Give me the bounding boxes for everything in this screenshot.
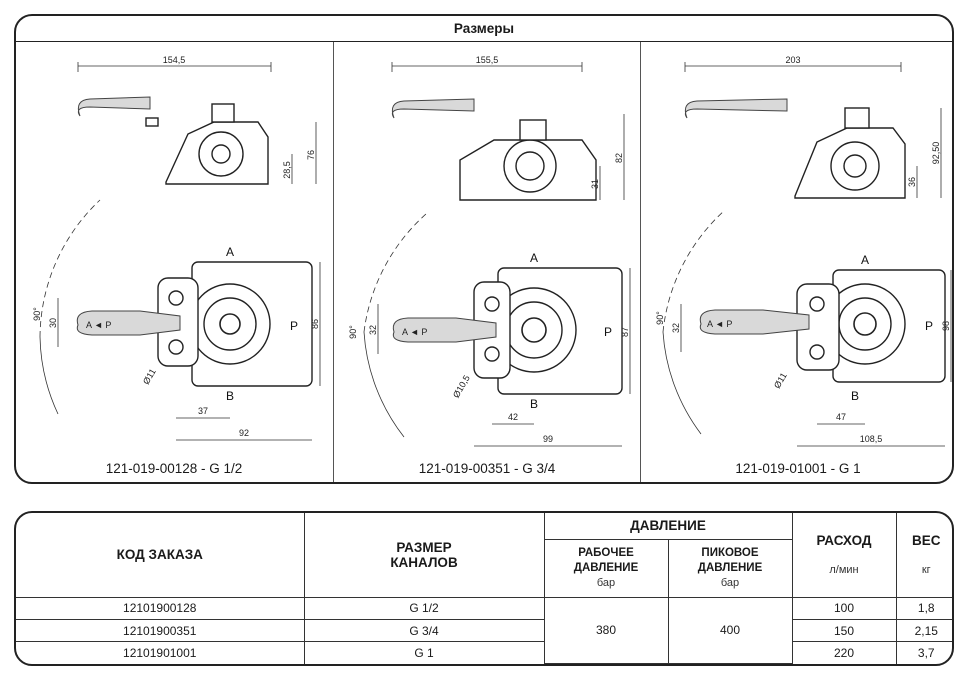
svg-text:31: 31 <box>590 179 600 189</box>
svg-text:90°: 90° <box>348 325 358 339</box>
cell-size: G 3/4 <box>303 618 545 643</box>
svg-text:B: B <box>851 389 859 403</box>
svg-text:32: 32 <box>368 325 378 335</box>
svg-text:Ø10,5: Ø10,5 <box>451 373 472 399</box>
cell-size: G 1/2 <box>303 596 545 620</box>
cell-weight: 2,15 <box>895 618 952 643</box>
table-row: 12101901001 G 1 220 3,7 <box>16 641 952 664</box>
svg-text:47: 47 <box>836 412 846 422</box>
cell-working-pressure: 380 <box>543 596 669 664</box>
header-pressure: ДАВЛЕНИЕ <box>543 513 793 540</box>
svg-text:90°: 90° <box>655 311 665 325</box>
svg-text:108,5: 108,5 <box>860 434 883 444</box>
svg-text:A: A <box>861 253 869 267</box>
dim-handle-length: 154,5 <box>163 55 186 65</box>
header-flow: РАСХОД л/мин <box>791 513 897 598</box>
cell-flow: 220 <box>791 641 897 664</box>
svg-text:30: 30 <box>48 318 58 328</box>
svg-text:203: 203 <box>785 55 800 65</box>
drawing-caption: 121-019-00351 - G 3/4 <box>418 461 556 476</box>
svg-text:A ◄ P: A ◄ P <box>86 320 111 330</box>
header-port-size: РАЗМЕР КАНАЛОВ <box>303 513 545 598</box>
cell-flow: 100 <box>791 596 897 620</box>
svg-text:99: 99 <box>543 434 553 444</box>
cell-weight: 1,8 <box>895 596 952 620</box>
panel-title: Размеры <box>16 16 952 42</box>
svg-text:42: 42 <box>508 412 518 422</box>
header-weight: ВЕС кг <box>895 513 952 598</box>
header-working-pressure: РАБОЧЕЕ ДАВЛЕНИЕ бар <box>544 538 669 598</box>
svg-text:37: 37 <box>198 406 208 416</box>
svg-text:90°: 90° <box>32 307 42 321</box>
cell-flow: 150 <box>791 618 897 643</box>
svg-text:A ◄ P: A ◄ P <box>707 319 732 329</box>
svg-text:28,5: 28,5 <box>282 161 292 179</box>
svg-text:Ø11: Ø11 <box>772 371 789 390</box>
header-order-code: КОД ЗАКАЗА <box>16 513 305 598</box>
svg-text:82: 82 <box>614 153 624 163</box>
svg-text:92,50: 92,50 <box>931 142 941 165</box>
header-peak-pressure: ПИКОВОЕ ДАВЛЕНИЕ бар <box>667 538 792 598</box>
svg-text:A: A <box>530 251 538 265</box>
svg-text:A: A <box>226 245 234 259</box>
svg-text:86: 86 <box>310 319 320 329</box>
svg-text:98: 98 <box>941 321 951 331</box>
svg-text:A ◄ P: A ◄ P <box>402 327 427 337</box>
svg-text:P: P <box>925 319 933 333</box>
cell-weight: 3,7 <box>895 641 952 664</box>
svg-text:B: B <box>530 397 538 411</box>
drawing-g-1-2: 154,5 76 28,5 90° A B P A <box>16 42 332 482</box>
svg-text:92: 92 <box>239 428 249 438</box>
cell-code: 12101900351 <box>16 618 305 643</box>
drawing-caption: 121-019-00128 - G 1/2 <box>105 461 243 476</box>
svg-text:155,5: 155,5 <box>476 55 499 65</box>
svg-text:B: B <box>226 389 234 403</box>
drawing-g-1: 203 92,50 36 90° A B P A ◄ P <box>640 42 952 482</box>
drawing-g-3-4: 155,5 82 31 90° A B P A ◄ P <box>333 42 640 482</box>
cell-peak-pressure: 400 <box>667 596 793 664</box>
svg-text:P: P <box>290 319 298 333</box>
drawing-caption: 121-019-01001 - G 1 <box>735 461 861 476</box>
table-row: 12101900351 G 3/4 150 2,15 <box>16 618 952 643</box>
cell-code: 12101901001 <box>16 641 305 664</box>
valve-drawing-2: 155,5 82 31 90° A B P A ◄ P <box>348 55 631 447</box>
table-row: 12101900128 G 1/2 380 400 100 1,8 <box>16 596 952 664</box>
svg-text:32: 32 <box>671 323 681 333</box>
svg-text:P: P <box>604 325 612 339</box>
svg-text:87: 87 <box>620 327 630 337</box>
cell-size: G 1 <box>303 641 545 664</box>
cell-code: 12101900128 <box>16 596 305 620</box>
valve-drawing-1: 154,5 76 28,5 90° A B P A <box>32 55 321 441</box>
valve-drawing-3: 203 92,50 36 90° A B P A ◄ P <box>655 55 952 447</box>
dimensions-panel: Размеры 154,5 76 28,5 90° <box>14 14 954 484</box>
svg-text:36: 36 <box>907 177 917 187</box>
svg-text:Ø11: Ø11 <box>141 367 158 386</box>
svg-text:76: 76 <box>306 150 316 160</box>
spec-table: КОД ЗАКАЗА РАЗМЕР КАНАЛОВ ДАВЛЕНИЕ РАСХО… <box>14 511 954 666</box>
